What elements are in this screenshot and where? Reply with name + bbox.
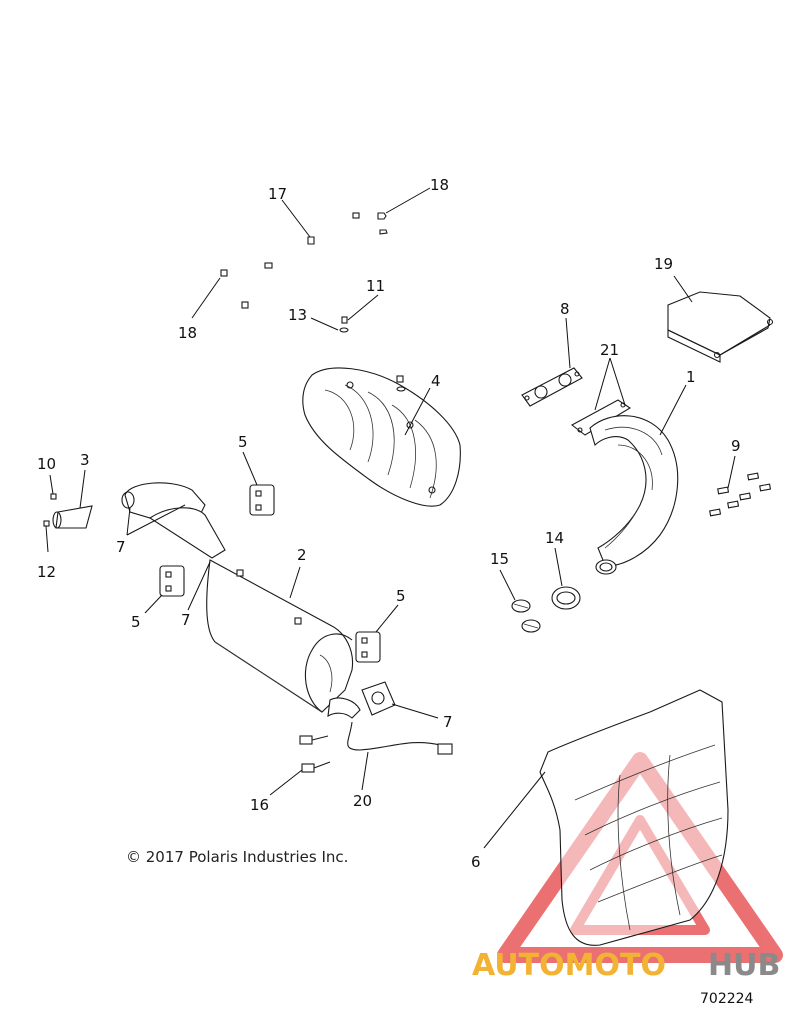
part-heat-shield-plate (667, 291, 774, 363)
watermark-text-left: AUTOMOTO (472, 948, 666, 983)
callout-3: 3 (80, 451, 90, 469)
part-exhaust-header (570, 399, 679, 575)
part-springs (511, 599, 541, 633)
callout-5-right: 5 (396, 587, 406, 605)
callout-19: 19 (654, 255, 673, 273)
part-isolator-b (159, 565, 185, 597)
part-seal-ring (551, 586, 581, 610)
callout-labels: 1 2 3 4 5 5 5 6 7 7 7 8 9 10 11 12 13 14… (37, 176, 741, 871)
part-upper-heat-shield (302, 367, 461, 507)
callout-1: 1 (686, 368, 696, 386)
part-isolator-c (355, 631, 381, 663)
callout-20: 20 (353, 792, 372, 810)
part-muffler (121, 482, 361, 719)
callout-14: 14 (545, 529, 564, 547)
callout-7-middle: 7 (181, 611, 191, 629)
callout-21: 21 (600, 341, 619, 359)
part-fastener-cluster (220, 212, 406, 392)
part-exhaust-gasket (521, 367, 583, 407)
callout-17: 17 (268, 185, 287, 203)
part-o2-sensor (347, 721, 453, 755)
callout-15: 15 (490, 550, 509, 568)
part-bolts-16 (299, 735, 331, 773)
leader-lines (45, 187, 736, 849)
callout-2: 2 (297, 546, 307, 564)
part-header-bolts (709, 472, 772, 517)
diagram-part-number: 702224 (700, 991, 754, 1007)
callout-10: 10 (37, 455, 56, 473)
callout-7-right: 7 (443, 713, 453, 731)
callout-11: 11 (366, 277, 385, 295)
part-outlet-flange (361, 681, 396, 716)
callout-8: 8 (560, 300, 570, 318)
callout-5-left: 5 (131, 613, 141, 631)
callout-6: 6 (471, 853, 481, 871)
callout-16: 16 (250, 796, 269, 814)
part-isolator-a (249, 484, 275, 516)
watermark-text-right: HUB (708, 948, 780, 983)
callout-12: 12 (37, 563, 56, 581)
callout-7-left: 7 (116, 538, 126, 556)
callout-5-upper: 5 (238, 433, 248, 451)
copyright-notice: © 2017 Polaris Industries Inc. (126, 848, 348, 866)
callout-13: 13 (288, 306, 307, 324)
callout-4: 4 (431, 372, 441, 390)
callout-18-upper: 18 (430, 176, 449, 194)
callout-9: 9 (731, 437, 741, 455)
part-lower-heat-shield (539, 689, 729, 946)
part-exhaust-tip (43, 493, 93, 529)
callout-18-lower: 18 (178, 324, 197, 342)
